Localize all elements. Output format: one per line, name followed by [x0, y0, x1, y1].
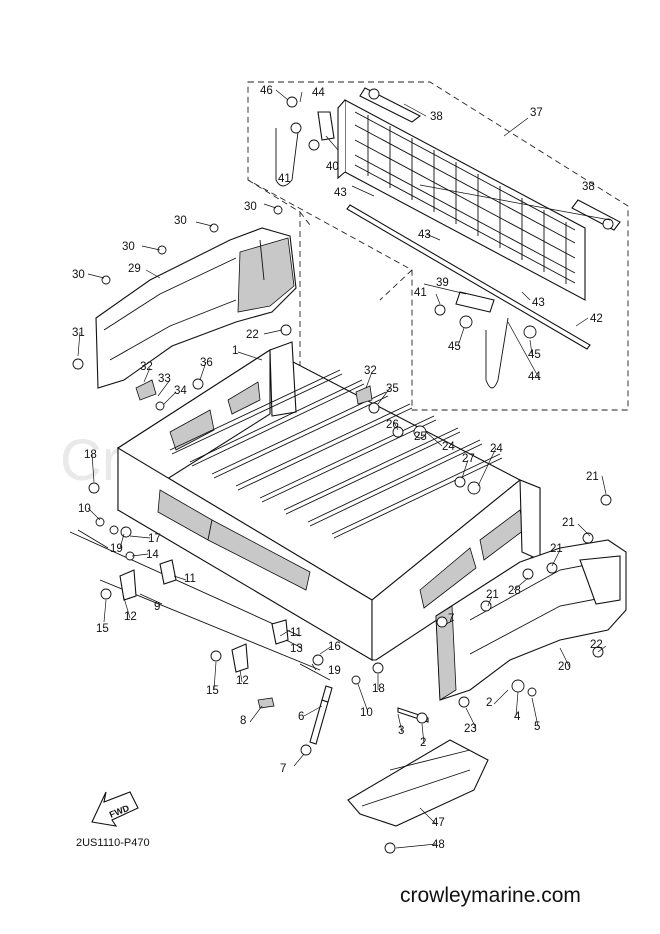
callout-c44a: 44 [312, 87, 325, 99]
callout-c20: 20 [558, 661, 571, 673]
callout-c29: 29 [128, 263, 141, 275]
callout-c32b: 32 [364, 365, 377, 377]
callout-c45b: 45 [528, 349, 541, 361]
callout-c41b: 41 [414, 287, 427, 299]
callout-c7b: 7 [280, 763, 286, 775]
fasteners [72, 205, 612, 854]
callout-c21c: 21 [550, 543, 563, 555]
callout-c41a: 41 [278, 173, 291, 185]
callout-c11b: 11 [290, 627, 302, 639]
right-tailgate-cable [434, 291, 537, 389]
callout-c5: 5 [534, 721, 540, 733]
callout-c4: 4 [514, 711, 521, 723]
callout-c18a: 18 [84, 449, 97, 461]
callout-c35: 35 [386, 383, 399, 395]
callout-c43c: 43 [532, 297, 545, 309]
left-tailgate-cable [275, 96, 335, 187]
callout-c22a: 22 [246, 329, 259, 341]
callout-c21b: 21 [562, 517, 575, 529]
callout-c44b: 44 [528, 371, 541, 383]
tailgate-rod [346, 204, 591, 350]
callout-c13: 13 [290, 643, 303, 655]
callout-c33: 33 [158, 373, 171, 385]
callout-c1: 1 [232, 345, 238, 357]
callout-labels: 1223456778910101111121213141515161718181… [72, 85, 603, 851]
callout-c7a: 7 [448, 613, 454, 625]
callout-c15b: 15 [206, 685, 219, 697]
callout-c37: 37 [530, 107, 543, 119]
callout-c38a: 38 [430, 111, 443, 123]
callout-c2a: 2 [486, 697, 492, 709]
callout-c10a: 10 [78, 503, 91, 515]
callout-c47: 47 [432, 817, 445, 829]
callout-c8: 8 [240, 715, 246, 727]
callout-c24a: 24 [442, 441, 455, 453]
callout-c21d: 21 [486, 589, 499, 601]
latch-mechanism [69, 517, 361, 685]
callout-c30b: 30 [244, 201, 257, 213]
callout-c34: 34 [174, 385, 187, 397]
callout-c30d: 30 [72, 269, 85, 281]
callout-c24b: 24 [490, 443, 503, 455]
callout-c14: 14 [146, 549, 159, 561]
callout-c18b: 18 [372, 683, 385, 695]
callout-c48: 48 [432, 839, 445, 851]
skid-plate [347, 739, 489, 827]
callout-c46: 46 [260, 85, 273, 97]
callout-c40: 40 [326, 161, 339, 173]
callout-c28: 28 [508, 585, 521, 597]
tailgate-assembly [337, 87, 621, 301]
callout-c43b: 43 [418, 229, 431, 241]
fwd-arrow-icon: FWD [91, 791, 139, 827]
cargo-bed [116, 341, 541, 661]
callout-c27: 27 [462, 453, 475, 465]
drawing-code: 2US1110-P470 [76, 837, 150, 849]
callout-c21a: 21 [586, 471, 599, 483]
callout-c2b: 2 [420, 737, 426, 749]
callout-c43a: 43 [334, 187, 347, 199]
callout-c30a: 30 [174, 215, 187, 227]
callout-c26: 26 [386, 419, 399, 431]
leader-lines [77, 89, 611, 849]
tailgate-group-outline [247, 81, 629, 411]
callout-c39: 39 [436, 277, 449, 289]
callout-c32a: 32 [140, 361, 153, 373]
left-side-rail [95, 227, 297, 389]
callout-c10b: 10 [360, 707, 373, 719]
callout-c9: 9 [154, 601, 160, 613]
callout-c19b: 19 [328, 665, 341, 677]
callout-c38b: 38 [582, 181, 595, 193]
callout-c15a: 15 [96, 623, 109, 635]
callout-c17: 17 [148, 533, 161, 545]
callout-c42: 42 [590, 313, 603, 325]
callout-c3: 3 [398, 725, 404, 737]
callout-c45a: 45 [448, 341, 461, 353]
callout-c16: 16 [328, 641, 341, 653]
callout-c36: 36 [200, 357, 213, 369]
callout-c25: 25 [414, 431, 427, 443]
callout-c12b: 12 [236, 675, 249, 687]
callout-c23: 23 [464, 723, 477, 735]
website-footer: crowleymarine.com [400, 884, 581, 907]
callout-c31: 31 [72, 327, 85, 339]
callout-c30c: 30 [122, 241, 135, 253]
tailgate-guide-lines [247, 179, 413, 370]
callout-c6: 6 [298, 711, 304, 723]
callout-c12a: 12 [124, 611, 137, 623]
right-side-rail [435, 539, 627, 701]
callout-c11a: 11 [184, 573, 196, 585]
callout-c19a: 19 [110, 543, 123, 555]
gas-strut [300, 685, 333, 756]
callout-c22b: 22 [590, 639, 603, 651]
